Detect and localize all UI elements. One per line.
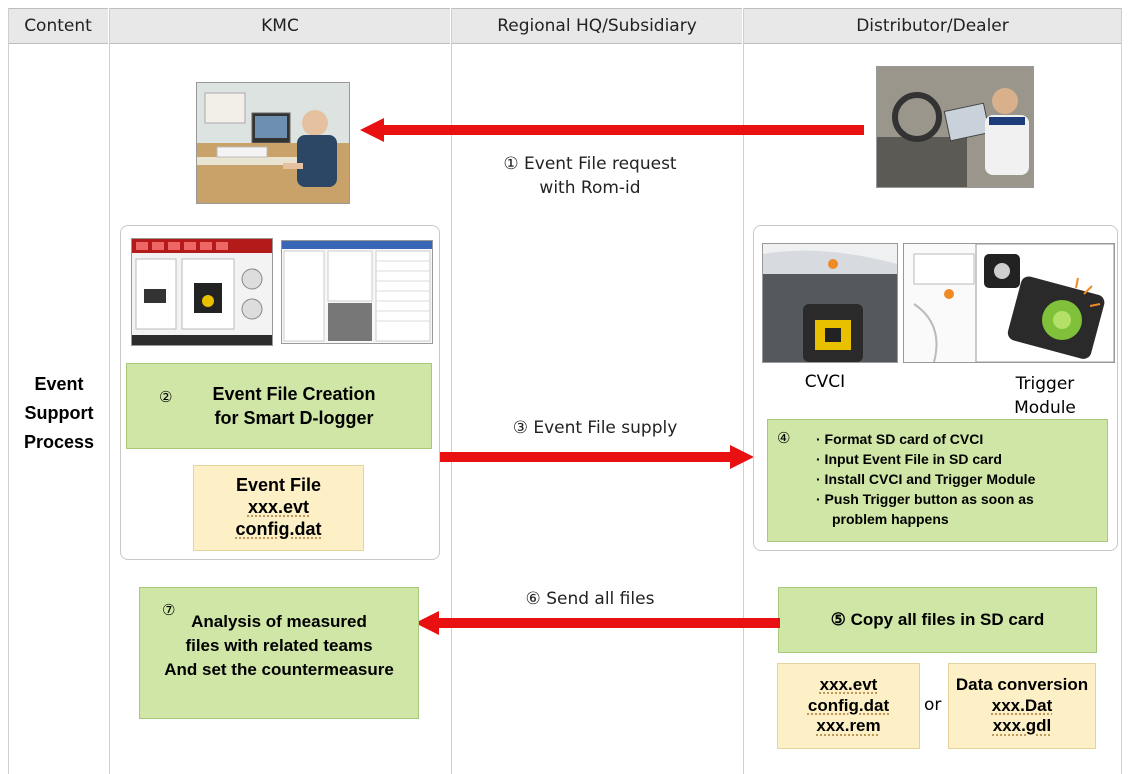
step7-text-line: Analysis of measured <box>191 612 367 631</box>
arrow-event-request <box>360 118 864 142</box>
event-file-name: config.dat <box>235 518 322 539</box>
header-regional-label: Regional HQ/Subsidiary <box>497 16 697 36</box>
dealer-technician-illustration <box>877 67 1033 187</box>
row-label-line: Process <box>23 432 95 452</box>
cvci-device-illustration <box>763 250 897 362</box>
conversion-title: Data conversion <box>955 674 1089 694</box>
step4-item: · Install CVCI and Trigger Module <box>816 471 1036 487</box>
step7-box: ⑦ Analysis of measured files with relate… <box>139 587 419 719</box>
trigger-module-photo <box>903 243 1115 363</box>
step2-text-line: Event File Creation <box>212 384 376 404</box>
column-divider <box>1121 8 1122 774</box>
step7-text-line: files with related teams <box>185 636 373 655</box>
header-content: Content <box>8 8 108 44</box>
step4-item: · Input Event File in SD card <box>816 451 1002 467</box>
column-divider <box>109 8 110 774</box>
column-divider <box>8 8 9 774</box>
office-engineer-photo <box>196 82 350 204</box>
or-label: or <box>924 695 941 715</box>
cvci-caption: CVCI <box>790 372 860 392</box>
row-label-line: Support <box>24 403 94 423</box>
step7-text: Analysis of measured files with related … <box>164 610 394 682</box>
column-divider <box>451 8 452 774</box>
step6-label: ⑥ Send all files <box>490 589 690 609</box>
step7-text-line: And set the countermeasure <box>164 660 394 679</box>
column-divider <box>743 8 744 774</box>
header-regional: Regional HQ/Subsidiary <box>452 8 742 44</box>
step7-number: ⑦ <box>162 601 176 619</box>
step4-item: · Format SD card of CVCI <box>816 431 984 447</box>
sd-file-name: xxx.evt <box>819 674 878 694</box>
dlogger-software-screenshot <box>131 238 273 346</box>
config-software-screenshot <box>281 240 433 344</box>
step2-text-line: for Smart D-logger <box>214 408 374 428</box>
step1-label-line: ① Event File request <box>503 154 677 174</box>
row-label-line: Event <box>34 374 84 394</box>
converted-file-name: xxx.Dat <box>991 695 1053 715</box>
event-file-name: xxx.evt <box>247 497 310 518</box>
cvci-caption-text: CVCI <box>804 372 846 392</box>
step2-box: ② Event File Creation for Smart D-logger <box>126 363 432 449</box>
step1-label: ① Event File request with Rom-id <box>470 152 710 200</box>
step5-text: ⑤ Copy all files in SD card <box>830 610 1045 629</box>
trigger-module-illustration <box>913 244 1114 362</box>
dealer-technician-photo <box>876 66 1034 188</box>
step4-box: ④ · Format SD card of CVCI · Input Event… <box>767 419 1108 542</box>
step2-text: Event File Creation for Smart D-logger <box>212 382 375 430</box>
sd-file-name: xxx.rem <box>816 716 881 736</box>
step3-label: ③ Event File supply <box>470 418 720 438</box>
step5-box: ⑤ Copy all files in SD card <box>778 587 1097 653</box>
step4-item: problem happens <box>832 511 949 527</box>
converted-files-box: Data conversion xxx.Dat xxx.gdl <box>948 663 1096 749</box>
arrow-event-supply <box>440 445 754 469</box>
step1-label-line: with Rom-id <box>539 178 641 198</box>
step4-number: ④ <box>777 429 791 447</box>
sd-files-box: xxx.evt config.dat xxx.rem <box>777 663 920 749</box>
step6-label-text: ⑥ Send all files <box>525 589 655 609</box>
arrow-send-files <box>415 611 780 635</box>
step4-item: · Push Trigger button as soon as <box>816 491 1034 507</box>
header-dealer: Distributor/Dealer <box>744 8 1121 44</box>
header-content-label: Content <box>24 16 92 36</box>
header-kmc-label: KMC <box>261 16 299 36</box>
step2-number: ② <box>159 388 173 406</box>
or-text: or <box>924 695 942 715</box>
dlogger-software-illustration <box>132 239 272 345</box>
sd-file-name: config.dat <box>807 695 890 715</box>
event-file-box: Event File xxx.evt config.dat <box>193 465 364 551</box>
step3-label-text: ③ Event File supply <box>512 418 678 438</box>
trigger-caption-line: Trigger <box>1015 374 1075 394</box>
config-software-illustration <box>282 241 432 342</box>
trigger-caption-line: Module <box>1014 398 1076 418</box>
office-engineer-illustration <box>197 83 349 203</box>
header-dealer-label: Distributor/Dealer <box>856 16 1009 36</box>
trigger-caption: Trigger Module <box>995 372 1095 420</box>
event-file-title: Event File <box>235 475 322 496</box>
step4-list: · Format SD card of CVCI · Input Event F… <box>816 429 1035 529</box>
row-label: Event Support Process <box>10 370 108 457</box>
header-kmc: KMC <box>110 8 450 44</box>
cvci-device-photo <box>762 243 898 363</box>
converted-file-name: xxx.gdl <box>992 716 1052 736</box>
